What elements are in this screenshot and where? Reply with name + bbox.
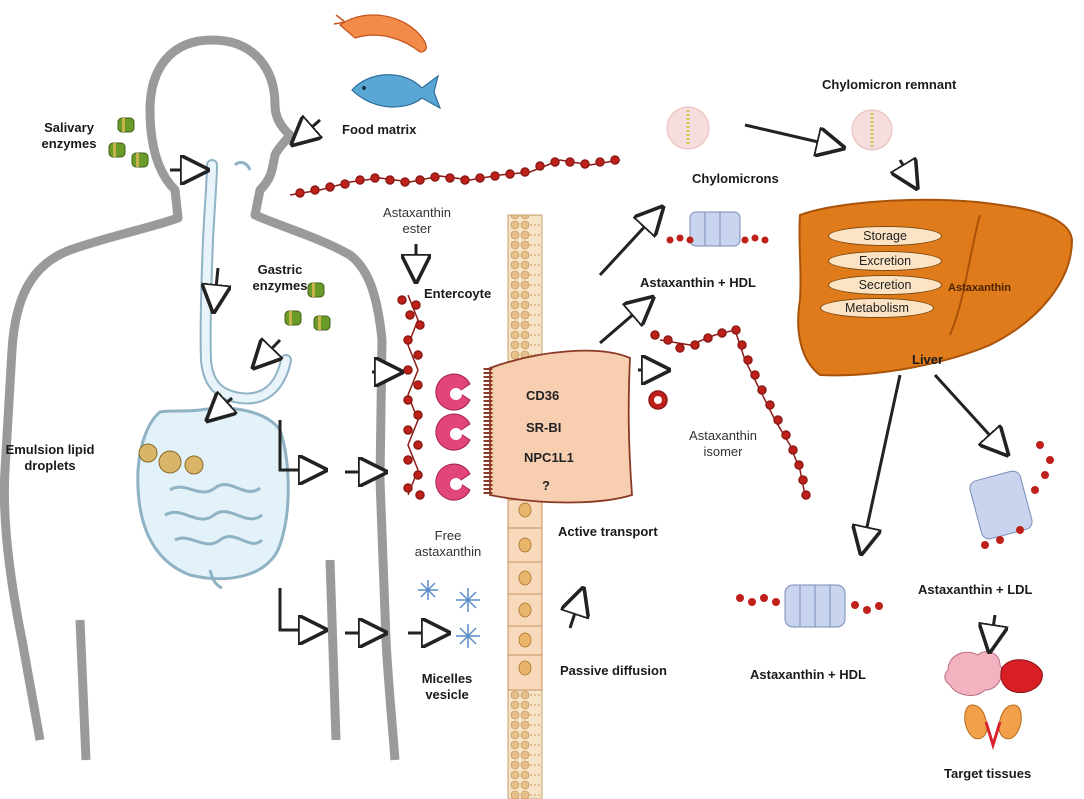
food-matrix-label: Food matrix xyxy=(342,122,417,137)
emulsion-lipid-droplets-label: Emulsion lipid droplets xyxy=(5,442,95,473)
liver-function-metabolism: Metabolism xyxy=(820,298,934,318)
liver-function-secretion: Secretion xyxy=(828,275,942,295)
shrimp-icon xyxy=(333,14,427,53)
astaxanthin-ldl-label: Astaxanthin + LDL xyxy=(918,582,1033,597)
brain-icon xyxy=(944,651,1003,696)
target-tissues-label: Target tissues xyxy=(944,766,1032,781)
muscle-icon xyxy=(1000,659,1043,694)
lipid-droplet xyxy=(184,455,204,475)
gastric-enzymes-label: Gastric enzymes xyxy=(252,262,308,293)
free-astaxanthin-label: Free astaxanthin xyxy=(414,528,482,559)
receptor-cd36: CD36 xyxy=(526,388,560,403)
astaxanthin-isomer-label: Astaxanthin isomer xyxy=(689,428,757,459)
chylomicron-icon xyxy=(666,106,893,151)
astaxanthin-ester-molecule xyxy=(289,155,621,198)
entercoyte-label: Entercoyte xyxy=(424,286,492,301)
micelles-vesicle-label: Micelles vesicle xyxy=(421,671,473,702)
chylomicrons-label: Chylomicrons xyxy=(692,171,779,186)
passive-diffusion-label: Passive diffusion xyxy=(560,663,667,678)
salivary-enzymes-label: Salivary enzymes xyxy=(41,120,97,151)
receptor-sr-bi: SR-BI xyxy=(526,420,562,435)
astaxanthin-isomer-molecule xyxy=(648,325,811,500)
transporter-cell xyxy=(489,349,633,504)
enterocyte-cells xyxy=(507,499,543,691)
receptor-npc1l1: NPC1L1 xyxy=(524,450,574,465)
liver-lobe-line xyxy=(949,214,981,336)
digestive-tract xyxy=(136,159,292,590)
free-astaxanthin-molecule xyxy=(397,294,425,500)
lipoprotein-icon xyxy=(736,584,883,628)
active-transport-label: Active transport xyxy=(558,524,658,539)
liver-astaxanthin-label: Astaxanthin xyxy=(948,282,1011,294)
liver-function-excretion: Excretion xyxy=(828,251,942,271)
lipid-droplet xyxy=(158,450,182,474)
receptor-unknown: ? xyxy=(542,478,550,493)
astaxanthin-hdl-top-label: Astaxanthin + HDL xyxy=(640,275,756,290)
astaxanthin-ester-label: Astaxanthin ester xyxy=(383,205,451,236)
lipid-droplet xyxy=(138,443,158,463)
liver-label: Liver xyxy=(912,352,944,367)
enzyme-icon xyxy=(108,117,331,331)
lipoprotein-icon xyxy=(666,211,769,247)
astaxanthin-hdl-bottom-label: Astaxanthin + HDL xyxy=(750,667,866,682)
chylomicron-remnant-label: Chylomicron remnant xyxy=(822,77,957,92)
kidney-icon xyxy=(964,704,1022,751)
liver-function-storage: Storage xyxy=(828,226,942,246)
micelle-icon xyxy=(418,580,480,648)
lipoprotein-icon xyxy=(969,441,1054,549)
fish-icon xyxy=(351,74,442,110)
pathway-arrows xyxy=(170,120,1005,648)
